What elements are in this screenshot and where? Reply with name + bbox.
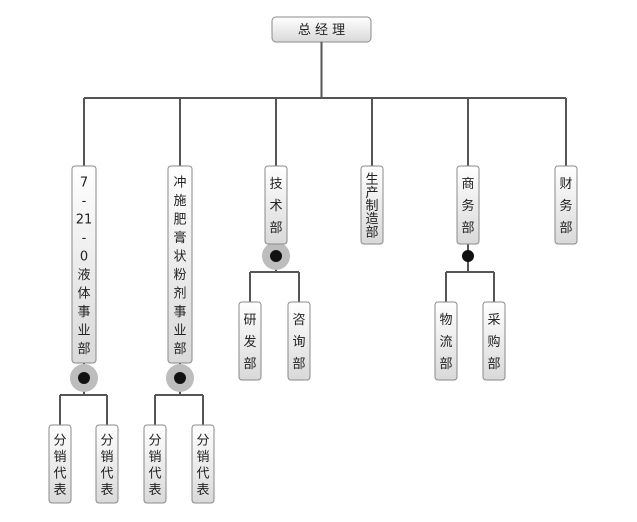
department-node-d6[interactable]: 财务部 <box>554 165 578 245</box>
department-node-d4-char: 制 <box>365 199 378 214</box>
child-node-d3-1-char: 研 <box>243 313 256 328</box>
department-node-d5-char: 务 <box>461 198 474 214</box>
department-node-d4-char: 生 <box>365 173 378 188</box>
joint-dot[interactable] <box>78 372 90 384</box>
department-nodes: 7-21-0液体事业部分销代表分销代表冲施肥膏状粉剂事业部分销代表分销代表技术部… <box>48 165 578 504</box>
department-node-d3[interactable]: 技术部 <box>264 165 288 245</box>
child-node-d2-1-char: 表 <box>148 483 161 498</box>
child-node-d5-2-char: 购 <box>487 334 500 350</box>
child-node-d1-2-char: 销 <box>100 450 113 465</box>
department-node-d4-char: 造 <box>365 212 378 227</box>
department-node-d5-char: 商 <box>461 177 474 192</box>
department-node-d2-char: 粉 <box>173 268 186 283</box>
department-node-d2-char: 肥 <box>173 212 186 227</box>
department-node-d4-char: 部 <box>365 225 378 240</box>
child-node-d5-1-char: 流 <box>439 335 452 350</box>
root-node[interactable]: 总 经 理 <box>271 16 372 43</box>
department-node-d5[interactable]: 商务部 <box>456 165 480 245</box>
department-node-d1-char: 液 <box>77 268 90 283</box>
child-node-d3-2[interactable]: 咨询部 <box>287 301 311 381</box>
child-node-d5-2-char: 采 <box>487 313 500 328</box>
child-node-d5-2-char: 部 <box>487 357 500 372</box>
department-node-d6-char: 部 <box>559 221 572 236</box>
joint-dot[interactable] <box>462 250 474 262</box>
root-label: 总 经 理 <box>298 23 345 38</box>
child-node-d1-1-char: 分 <box>53 433 66 448</box>
department-node-d2-char: 部 <box>173 342 186 357</box>
child-node-d1-2-char: 表 <box>100 483 113 498</box>
department-node-d1-char: - <box>82 194 87 209</box>
joint-dot[interactable] <box>174 372 186 384</box>
child-node-d2-2-char: 代 <box>196 466 209 481</box>
child-node-d5-2[interactable]: 采购部 <box>482 301 506 381</box>
child-node-d3-2-char: 询 <box>292 335 305 350</box>
department-node-d1-char: 21 <box>76 212 93 227</box>
department-node-d1-char: 0 <box>80 249 88 264</box>
joint-dot[interactable] <box>270 250 282 262</box>
department-node-d1-char: 部 <box>77 342 90 357</box>
department-node-d1-char: 业 <box>77 323 90 338</box>
department-node-d6-char: 财 <box>559 177 572 192</box>
department-node-d2-char: 冲 <box>173 175 186 190</box>
department-node-d4-char: 产 <box>365 186 378 201</box>
department-node-d2-char: 膏 <box>173 230 186 246</box>
department-node-d1-char: - <box>82 231 87 246</box>
child-node-d2-1-char: 代 <box>148 466 161 481</box>
child-node-d2-1-char: 分 <box>148 433 161 448</box>
department-node-d1-char: 7 <box>80 175 88 190</box>
department-node-d3-char: 部 <box>269 221 282 236</box>
child-node-d3-2-char: 咨 <box>292 313 305 328</box>
department-node-d2-char: 状 <box>173 249 186 264</box>
child-node-d1-2-char: 代 <box>100 466 113 481</box>
department-node-d2-char: 施 <box>173 194 186 209</box>
department-node-d1-char: 事 <box>77 305 90 320</box>
department-node-d2-char: 事 <box>173 305 186 320</box>
child-node-d2-1-char: 销 <box>148 450 161 465</box>
child-node-d1-1-char: 销 <box>53 450 66 465</box>
child-node-d2-2-char: 表 <box>196 483 209 498</box>
connector-lines <box>59 42 567 425</box>
child-node-d1-2-char: 分 <box>100 433 113 448</box>
child-node-d3-1-char: 发 <box>243 334 256 350</box>
department-node-d6-char: 务 <box>559 198 572 214</box>
child-node-d1-1-char: 代 <box>53 466 66 481</box>
department-node-d2-char: 剂 <box>173 286 186 301</box>
department-node-d3-char: 技 <box>269 177 282 192</box>
department-node-d1-char: 体 <box>77 286 90 301</box>
child-node-d2-2-char: 销 <box>196 450 209 465</box>
child-node-d3-1[interactable]: 研发部 <box>238 301 262 381</box>
department-node-d5-char: 部 <box>461 221 474 236</box>
child-node-d5-1[interactable]: 物流部 <box>434 301 458 381</box>
child-node-d5-1-char: 部 <box>439 357 452 372</box>
child-node-d2-2-char: 分 <box>196 433 209 448</box>
department-node-d3-char: 术 <box>269 199 282 214</box>
child-node-d3-1-char: 部 <box>243 357 256 372</box>
child-node-d1-1-char: 表 <box>53 483 66 498</box>
child-node-d5-1-char: 物 <box>439 313 452 328</box>
child-node-d3-2-char: 部 <box>292 357 305 372</box>
department-node-d2-char: 业 <box>173 323 186 338</box>
